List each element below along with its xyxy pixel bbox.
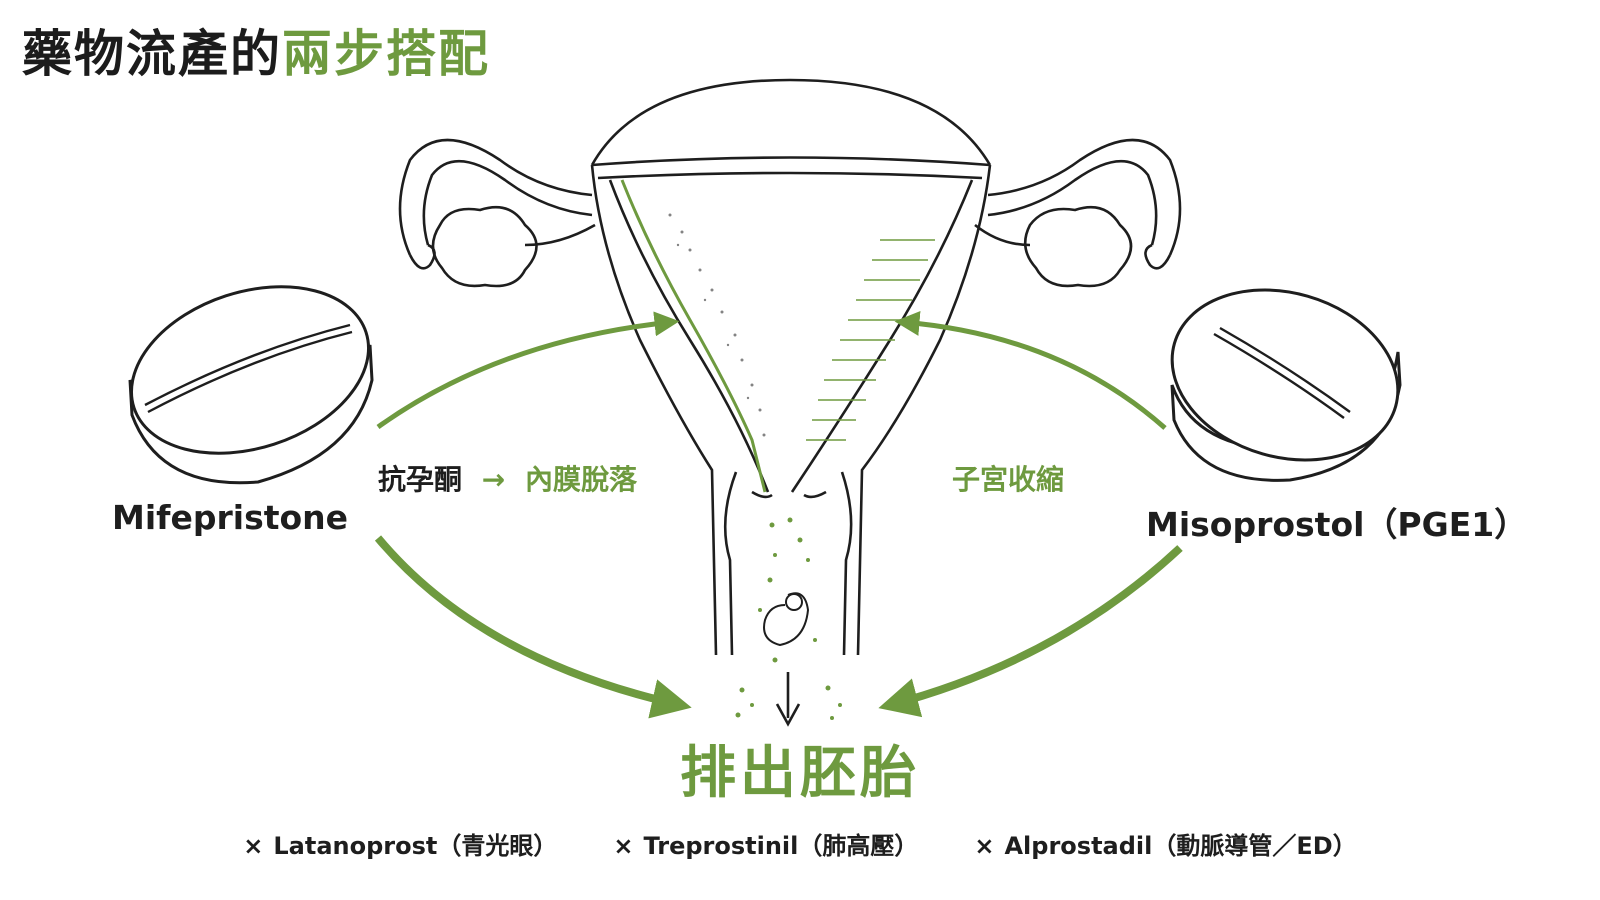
uterine-contraction-text: 子宮收縮 bbox=[952, 463, 1065, 496]
footnote-text: Treprostinil（肺高壓） bbox=[643, 832, 919, 860]
down-arrow-icon bbox=[775, 672, 801, 727]
title-accent: 兩步搭配 bbox=[282, 25, 490, 83]
cross-icon: × bbox=[243, 832, 264, 860]
page-title: 藥物流產的兩步搭配 bbox=[22, 14, 490, 86]
footnote-treprostinil: × Treprostinil（肺高壓） bbox=[613, 826, 918, 861]
mifepristone-effect: 抗孕酮 → 內膜脫落 bbox=[378, 458, 637, 498]
endometrial-shedding-text: 內膜脫落 bbox=[524, 463, 637, 496]
pill-icon-left bbox=[128, 285, 374, 485]
footnote-latanoprost: × Latanoprost（青光眼） bbox=[243, 826, 557, 861]
arrow-mifepristone-to-expulsion bbox=[374, 535, 692, 719]
pill-icon-right bbox=[1170, 288, 1402, 482]
embryo-icon bbox=[763, 592, 810, 647]
footnote-text: Latanoprost（青光眼） bbox=[273, 832, 558, 860]
misoprostol-label: Misoprostol（PGE1） bbox=[1146, 505, 1528, 544]
footnote-text: Alprostadil（動脈導管／ED） bbox=[1004, 832, 1357, 860]
footnotes: × Latanoprost（青光眼） × Treprostinil（肺高壓） × Al… bbox=[0, 826, 1600, 861]
expel-embryo-text: 排出胚胎 bbox=[680, 741, 920, 806]
cross-icon: × bbox=[974, 832, 995, 860]
arrow-mifepristone-to-endometrium bbox=[376, 311, 680, 430]
cross-icon: × bbox=[613, 832, 634, 860]
uterus-illustration bbox=[398, 78, 1182, 656]
arrow-misoprostol-to-myometrium bbox=[894, 310, 1167, 430]
footnote-alprostadil: × Alprostadil（動脈導管／ED） bbox=[974, 826, 1356, 861]
arrow-right-icon: → bbox=[481, 463, 506, 496]
endometrium-shedding bbox=[620, 179, 767, 493]
title-main: 藥物流產的 bbox=[22, 25, 282, 83]
tissue-particles bbox=[735, 517, 842, 720]
mifepristone-label: Mifepristone bbox=[112, 498, 349, 537]
antiprogestin-text: 抗孕酮 bbox=[378, 463, 463, 496]
arrow-misoprostol-to-expulsion bbox=[878, 545, 1183, 718]
flow-arrows bbox=[374, 310, 1183, 719]
myometrium-contraction bbox=[806, 239, 935, 441]
